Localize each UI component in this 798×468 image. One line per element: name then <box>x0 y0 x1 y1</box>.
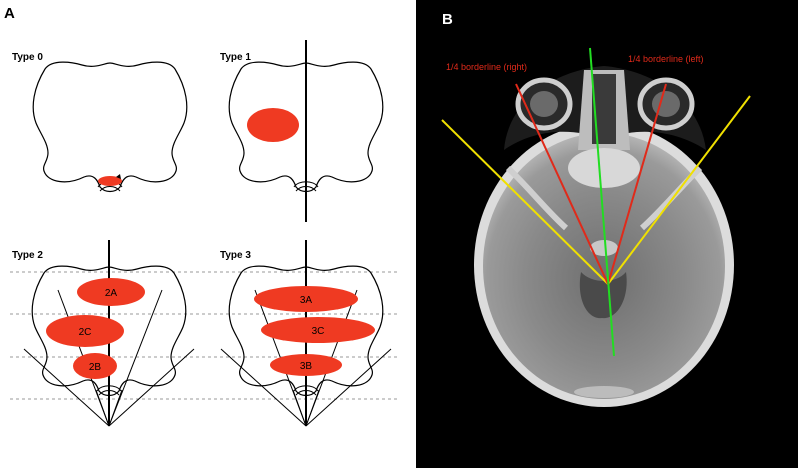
red-borderline-left <box>607 83 667 285</box>
region-3c-label: 3C <box>312 326 325 337</box>
type-0-lesion <box>98 176 122 186</box>
region-3c <box>261 317 375 343</box>
panel-a-diagram: A Type 0 Type 1 Type 2 <box>4 5 400 427</box>
region-2a-label: 2A <box>105 288 118 299</box>
region-3a-label: 3A <box>300 295 313 306</box>
annotation-right: 1/4 borderline (right) <box>446 62 527 72</box>
red-borderline-right <box>515 83 609 285</box>
yellow-line-right <box>441 119 609 285</box>
region-3a <box>254 286 358 312</box>
green-midline <box>589 47 615 357</box>
type-1-lesion <box>247 108 299 142</box>
type-3-label: Type 3 <box>220 250 251 261</box>
type-0-diagram: Type 0 <box>12 52 188 193</box>
region-3b <box>270 354 342 376</box>
ct-brain-image <box>474 66 734 407</box>
region-3b-label: 3B <box>300 361 313 372</box>
region-2b <box>73 353 117 379</box>
region-2b-label: 2B <box>89 362 102 373</box>
type-0-label: Type 0 <box>12 52 43 63</box>
type-3-diagram: Type 3 3A 3C 3B <box>220 240 392 427</box>
type-2-diagram: Type 2 2A 2C 2B <box>12 240 195 427</box>
panel-b-ct-scan: B 1/4 borderline (right) 1/4 borderline … <box>416 0 798 468</box>
horizontal-guides <box>10 271 400 400</box>
type-2-label: Type 2 <box>12 250 43 261</box>
yellow-line-left <box>607 95 751 285</box>
region-2c-label: 2C <box>79 327 92 338</box>
panel-a-label: A <box>4 5 15 22</box>
type-1-diagram: Type 1 <box>220 40 384 222</box>
region-2c <box>46 315 124 347</box>
annotation-left: 1/4 borderline (left) <box>628 54 704 64</box>
type-1-label: Type 1 <box>220 52 251 63</box>
region-2a <box>77 278 145 306</box>
panel-b-label: B <box>442 11 453 28</box>
